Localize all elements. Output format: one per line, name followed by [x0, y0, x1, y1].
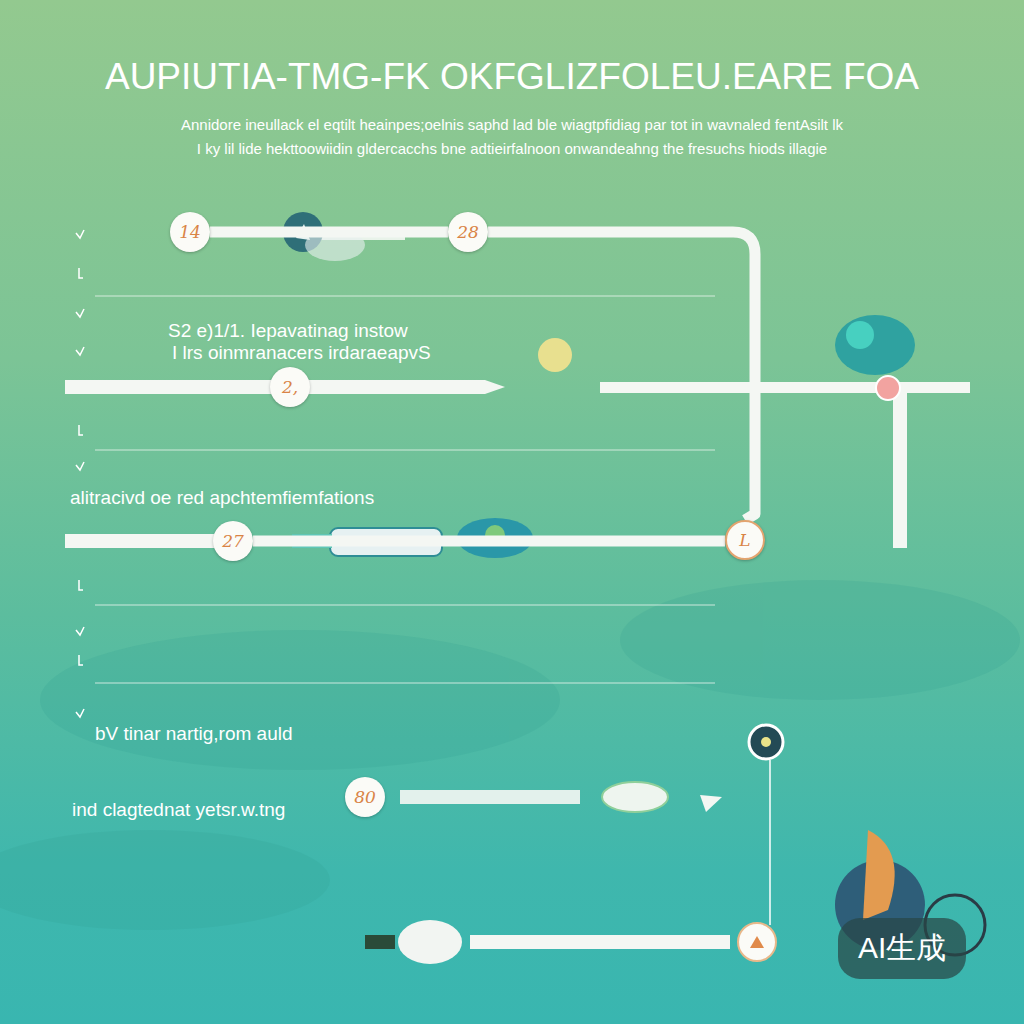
callout-number: 2, [282, 377, 298, 397]
connector-bar [488, 232, 755, 520]
diagram-title: AUPIUTIA-TMG-FK OKFGLIZFOLEU.EARE FOA [105, 56, 919, 98]
number-circle: L [725, 520, 765, 560]
number-circle: 2, [270, 367, 310, 407]
step-text: I lrs oinmranacers irdaraeapvS [172, 342, 431, 364]
number-circle: 28 [448, 212, 488, 252]
step-text: alitracivd oe red apchtemfiemfations [70, 487, 374, 509]
step-text: ind clagtednat yetsr.w.tng [72, 799, 285, 821]
callout-number: 28 [457, 222, 479, 242]
step-text: bV tinar nartig,rom auld [95, 723, 293, 745]
connector-bar [210, 227, 448, 238]
bars [65, 228, 970, 949]
number-circle: 27 [213, 521, 253, 561]
tick-marks [76, 230, 84, 717]
number-circle: 80 [345, 777, 385, 817]
callout-number: 27 [222, 531, 244, 551]
subtitle-line: Annidore ineullack el eqtilt heainpes;oe… [181, 116, 843, 133]
leader-line [769, 760, 771, 925]
soft-blotches [0, 580, 1020, 930]
connector-bar [253, 536, 725, 547]
callout-number: 80 [354, 787, 376, 807]
number-circle: 14 [170, 212, 210, 252]
callout-number: 14 [179, 222, 201, 242]
step-text: S2 e)1/1. Iepavatinag instow [168, 320, 408, 342]
callout-number: L [739, 530, 750, 550]
watermark: AI生成 [838, 918, 966, 979]
subtitle-line: I ky lil lide hekttoowiidin gldercacchs … [197, 140, 827, 157]
